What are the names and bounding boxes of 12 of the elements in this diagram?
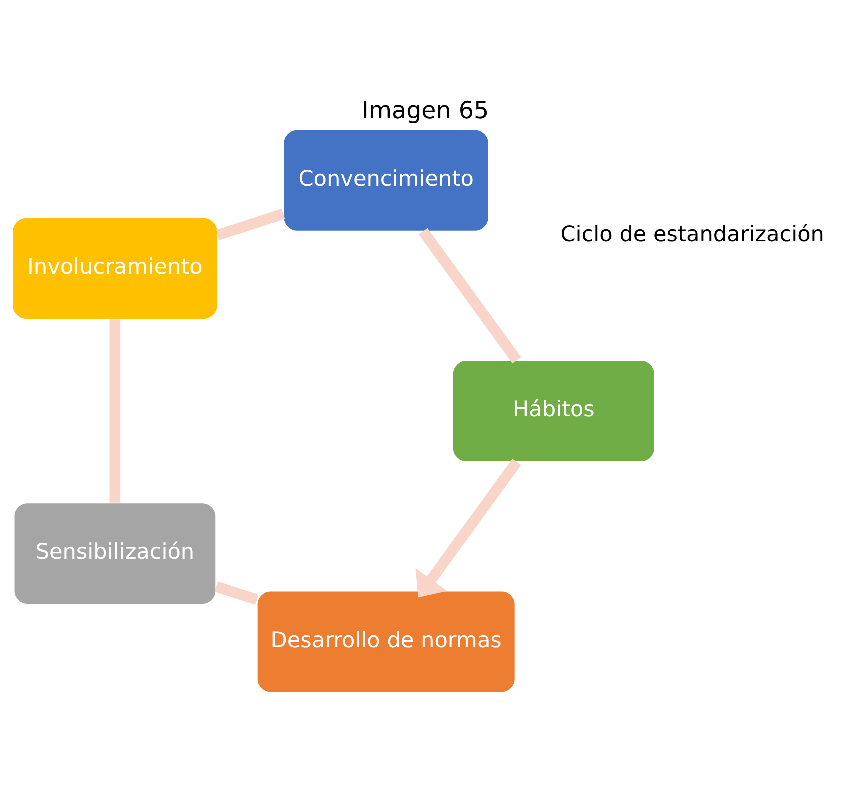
- connector: [214, 582, 259, 606]
- node-box: Desarrollo de normas: [256, 590, 516, 694]
- node-box: Involucramiento: [12, 217, 218, 320]
- connector: [216, 208, 286, 240]
- diagram-title: Imagen 65: [362, 96, 490, 125]
- node-box: Hábitos: [452, 360, 656, 463]
- node-box: Convencimiento: [283, 129, 490, 232]
- arrow: [416, 459, 522, 598]
- label: Ciclo de estandarización: [560, 222, 824, 248]
- connector: [110, 320, 121, 503]
- node-box: Sensibilización: [14, 502, 217, 606]
- connector: [418, 228, 522, 364]
